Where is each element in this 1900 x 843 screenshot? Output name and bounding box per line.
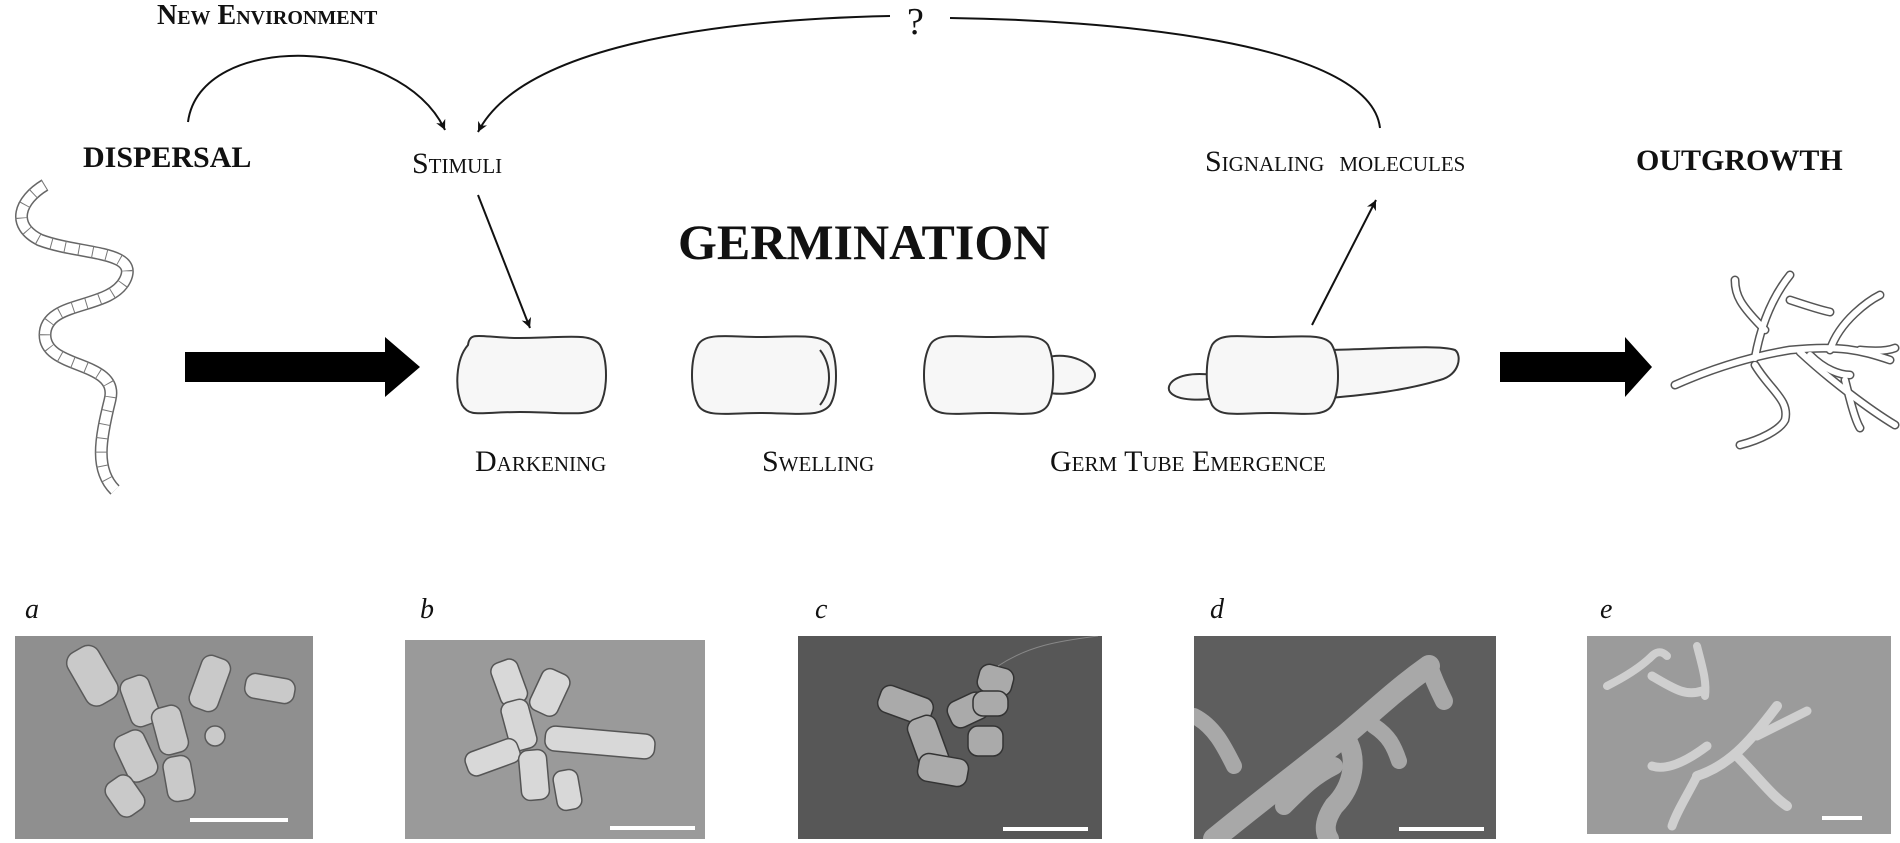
feedback-arrow-right <box>949 17 1381 129</box>
germtube-to-signaling-arrow <box>1311 199 1377 326</box>
stimuli-to-spore-arrow <box>477 194 532 329</box>
signaling-molecules-label: Signaling molecules <box>1205 145 1466 178</box>
sem-image-b <box>405 640 705 839</box>
sem-image-c <box>798 636 1102 839</box>
sem-e-drawing <box>1603 642 1862 831</box>
big-arrow-right <box>1500 337 1652 397</box>
sem-image-e <box>1587 636 1891 834</box>
hyphae-outgrowth <box>1670 270 1900 450</box>
question-mark-label: ? <box>907 1 924 43</box>
swelling-label: Swelling <box>762 445 875 478</box>
panel-letter-a: a <box>25 594 39 625</box>
big-arrow-left <box>185 337 420 397</box>
stimuli-label: Stimuli <box>412 147 503 180</box>
panel-letter-e: e <box>1600 594 1613 625</box>
sem-c-drawing <box>876 636 1099 831</box>
new-environment-label: New Environment <box>157 0 378 31</box>
spore-early-germ-tube <box>923 335 1097 415</box>
panel-letter-d: d <box>1210 594 1224 625</box>
germ-tube-emergence-label: Germ Tube Emergence <box>1050 445 1326 478</box>
sem-a-drawing <box>65 644 296 822</box>
germination-title: GERMINATION <box>678 214 1050 270</box>
outgrowth-label: OUTGROWTH <box>1636 144 1843 177</box>
sem-b-drawing <box>464 658 695 830</box>
dispersal-label: DISPERSAL <box>83 141 252 174</box>
darkening-label: Darkening <box>475 445 607 478</box>
spore-germ-tube <box>1167 335 1460 415</box>
panel-letter-c: c <box>815 594 828 625</box>
sem-image-d <box>1194 636 1496 839</box>
panel-letter-b: b <box>420 594 434 625</box>
new-environment-arrow <box>187 54 446 131</box>
sem-image-a <box>15 636 313 839</box>
feedback-arrow-left <box>477 15 891 133</box>
conidia-chain <box>15 179 134 495</box>
spore-darkening <box>456 334 607 415</box>
spore-swelling <box>691 335 837 415</box>
sem-d-drawing <box>1194 655 1484 839</box>
germination-diagram <box>15 15 1900 495</box>
